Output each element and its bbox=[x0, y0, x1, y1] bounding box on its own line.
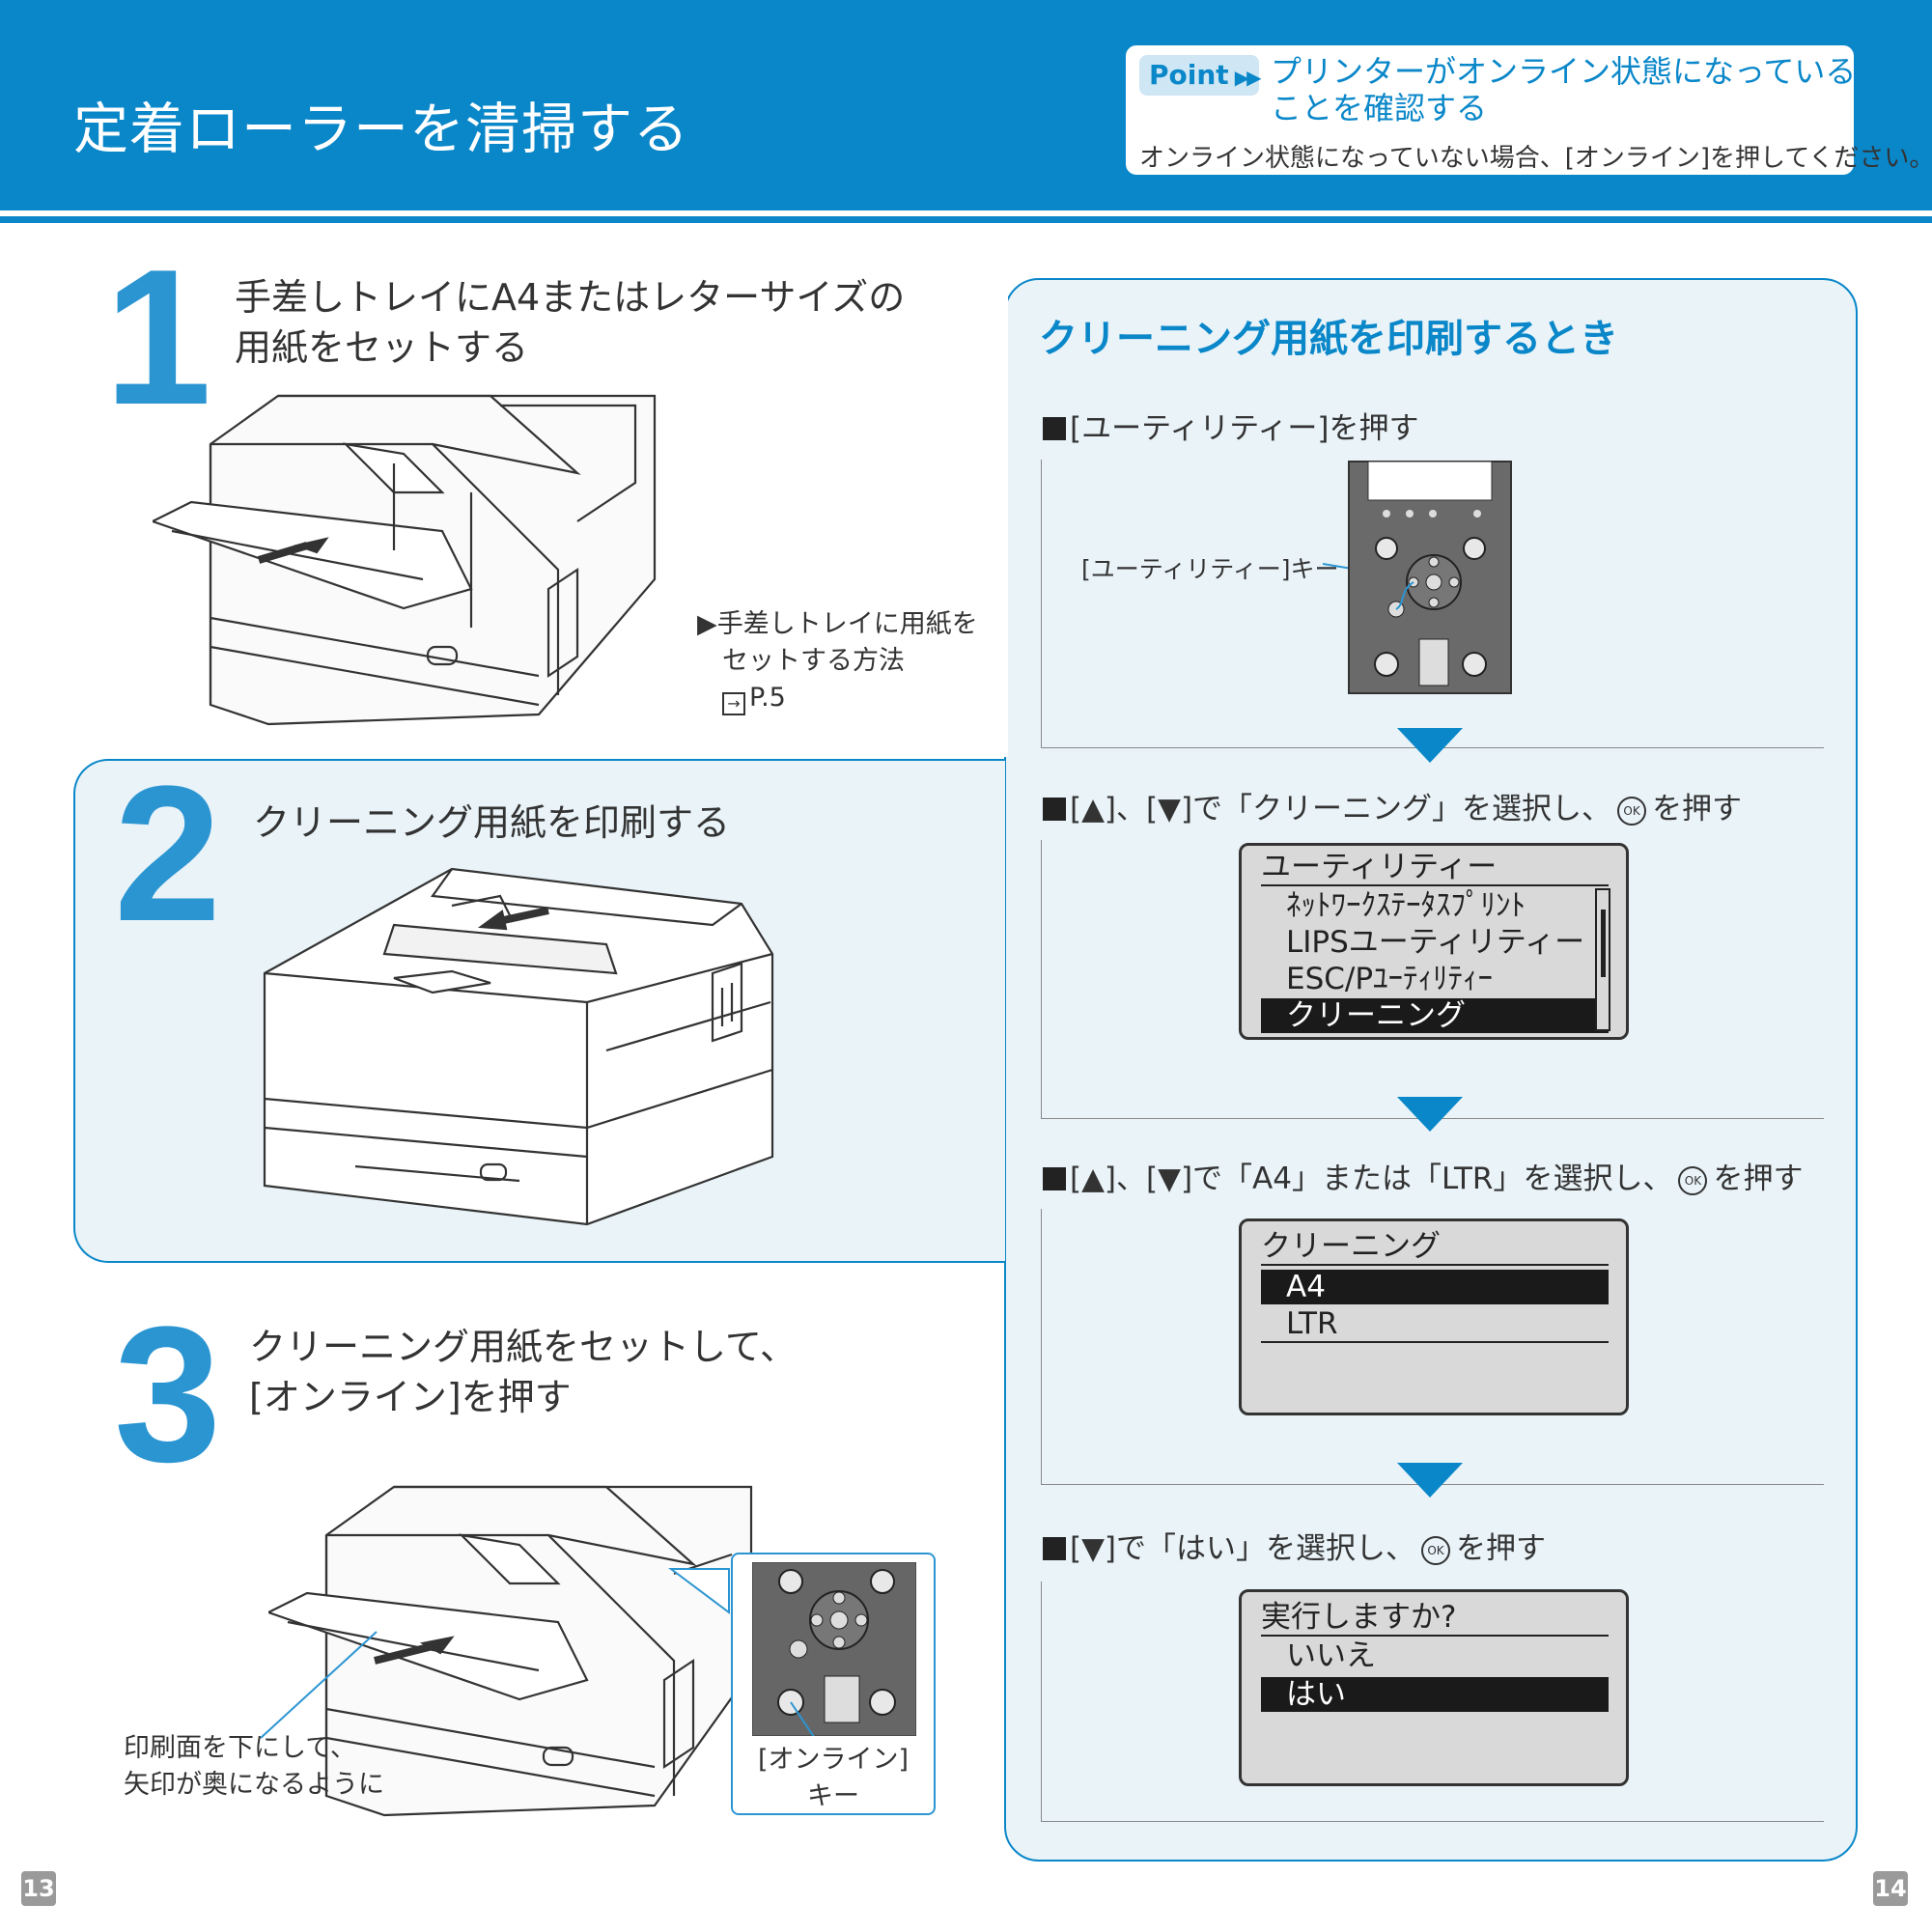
online-key-label-line1: [オンライン] bbox=[757, 1745, 910, 1775]
control-panel-illustration bbox=[1323, 461, 1512, 694]
step1-reference: ▶手差しトレイに用紙を セットする方法 →P.5 bbox=[697, 606, 978, 716]
step1-text-line1: 手差しトレイにA4またはレターサイズの bbox=[235, 276, 906, 319]
lcd-option-no[interactable]: いいえ bbox=[1286, 1638, 1376, 1673]
printer-manual-tray-illustration bbox=[153, 394, 657, 726]
lcd-confirm: 実行しますか? いいえ はい bbox=[1239, 1589, 1629, 1786]
step1-text: 手差しトレイにA4またはレターサイズの 用紙をセットする bbox=[235, 272, 905, 373]
control-panel-closeup bbox=[752, 1562, 916, 1736]
lcd-utility-menu: ユーティリティー ﾈｯﾄﾜｰｸｽﾃｰﾀｽﾌﾟﾘﾝﾄ LIPSユーティリティー E… bbox=[1239, 843, 1629, 1040]
sub-step-utility: [ユーティリティー]を押す bbox=[1043, 404, 1418, 447]
step3-note-line2: 矢印が奥になるように bbox=[124, 1770, 384, 1800]
step1-reference-line1: ▶手差しトレイに用紙を bbox=[697, 609, 978, 639]
sub-step-select-size-suffix: を押す bbox=[1713, 1162, 1804, 1196]
page-number-right: 14 bbox=[1873, 1871, 1908, 1906]
lcd-option-yes-selected[interactable]: はい bbox=[1261, 1677, 1609, 1712]
printer-output-illustration bbox=[263, 867, 774, 1226]
sub-step-select-cleaning-text: [▲]、[▼]で「クリーニング」を選択し、 bbox=[1070, 792, 1612, 826]
panel-join bbox=[1004, 280, 1008, 757]
double-arrow-icon: ▶▶ bbox=[1234, 66, 1262, 89]
step2-text: クリーニング用紙を印刷する bbox=[253, 801, 731, 844]
lcd-menu-item[interactable]: ﾈｯﾄﾜｰｸｽﾃｰﾀｽﾌﾟﾘﾝﾄ bbox=[1286, 888, 1526, 923]
lcd-cleaning-size: クリーニング A4 LTR bbox=[1239, 1218, 1629, 1415]
point-heading: プリンターがオンライン状態になっている ことを確認する bbox=[1271, 53, 1856, 126]
sub-step-select-cleaning-suffix: を押す bbox=[1652, 792, 1743, 826]
point-heading-line2: ことを確認する bbox=[1271, 90, 1488, 126]
lcd-confirm-title: 実行しますか? bbox=[1261, 1600, 1609, 1637]
ok-key-icon: OK bbox=[1421, 1535, 1451, 1565]
square-bullet-icon bbox=[1043, 1167, 1066, 1190]
down-arrow-icon bbox=[1397, 1097, 1463, 1132]
step3-text-line2: [オンライン]を押す bbox=[249, 1376, 572, 1418]
right-panel-title: クリーニング用紙を印刷するとき bbox=[1039, 317, 1618, 361]
online-key-label: [オンライン] キー bbox=[733, 1742, 934, 1815]
lcd-menu-item-selected[interactable]: クリーニング bbox=[1261, 998, 1609, 1033]
point-heading-line1: プリンターがオンライン状態になっている bbox=[1271, 53, 1857, 90]
lcd-option[interactable]: LTR bbox=[1261, 1306, 1609, 1343]
sub-step-confirm-frame bbox=[1041, 1582, 1824, 1822]
down-arrow-icon bbox=[1397, 728, 1463, 763]
lcd-scrollbar[interactable] bbox=[1595, 888, 1610, 1031]
step3-number: 3 bbox=[114, 1287, 222, 1502]
step1-reference-line2: セットする方法 bbox=[722, 646, 905, 676]
sub-step-utility-text: [ユーティリティー]を押す bbox=[1070, 411, 1419, 446]
point-badge-label: Point bbox=[1149, 59, 1229, 91]
page-number-left: 13 bbox=[21, 1871, 56, 1906]
sub-step-confirm-text: [▼]で「はい」を選択し、 bbox=[1070, 1531, 1416, 1566]
printer-manual-tray-online-illustration bbox=[268, 1485, 753, 1817]
utility-key-label: [ユーティリティー]キー bbox=[1081, 555, 1339, 583]
point-box: Point▶▶ プリンターがオンライン状態になっている ことを確認する オンライ… bbox=[1123, 42, 1932, 178]
ok-key-icon: OK bbox=[1678, 1165, 1708, 1195]
header-rule bbox=[0, 216, 1932, 223]
online-key-label-line2: キー bbox=[807, 1781, 859, 1811]
square-bullet-icon bbox=[1043, 798, 1066, 821]
lcd-scrollbar-thumb[interactable] bbox=[1601, 910, 1606, 977]
step1-ref-page: P.5 bbox=[749, 683, 786, 713]
lcd-utility-title: ユーティリティー bbox=[1261, 850, 1609, 886]
sub-step-select-size-text: [▲]、[▼]で「A4」または「LTR」を選択し、 bbox=[1070, 1162, 1673, 1196]
square-bullet-icon bbox=[1043, 417, 1066, 440]
down-arrow-icon bbox=[1397, 1463, 1463, 1498]
step3-callout-lines bbox=[260, 1568, 730, 1739]
step3-text: クリーニング用紙をセットして、 [オンライン]を押す bbox=[249, 1322, 797, 1422]
step3-note-line1: 印刷面を下にして、 bbox=[124, 1733, 356, 1763]
point-badge: Point▶▶ bbox=[1139, 55, 1262, 96]
lcd-option-selected[interactable]: A4 bbox=[1261, 1270, 1609, 1304]
sub-step-confirm-suffix: を押す bbox=[1456, 1531, 1547, 1566]
lcd-cleaning-title: クリーニング bbox=[1261, 1229, 1609, 1266]
step3-text-line1: クリーニング用紙をセットして、 bbox=[249, 1326, 797, 1368]
arrow-right-icon: → bbox=[722, 692, 745, 715]
square-bullet-icon bbox=[1043, 1537, 1066, 1560]
step1-text-line2: 用紙をセットする bbox=[235, 326, 529, 369]
step3-note: 印刷面を下にして、 矢印が奥になるように bbox=[124, 1730, 384, 1804]
step2-number: 2 bbox=[114, 746, 222, 962]
step1-page-link[interactable]: →P.5 bbox=[697, 680, 978, 716]
lcd-menu-item[interactable]: LIPSユーティリティー bbox=[1286, 925, 1585, 960]
lcd-menu-item[interactable]: ESC/Pﾕｰﾃｨﾘﾃｨｰ bbox=[1286, 962, 1494, 996]
online-key-callout: [オンライン] キー bbox=[731, 1553, 936, 1815]
point-body: オンライン状態になっていない場合、[オンライン]を押してください。 bbox=[1139, 144, 1932, 173]
ok-key-icon: OK bbox=[1617, 796, 1647, 826]
step1-number: 1 bbox=[104, 230, 212, 445]
page-title: 定着ローラーを清掃する bbox=[73, 98, 689, 161]
